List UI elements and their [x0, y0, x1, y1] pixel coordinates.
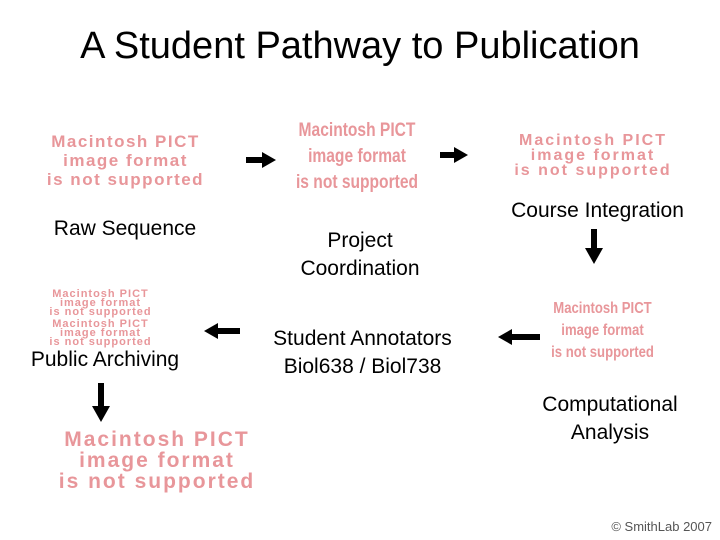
pict-line-2: image format [79, 448, 235, 472]
label-line: Analysis [570, 421, 650, 444]
slide-title: A Student Pathway to Publication [80, 25, 640, 67]
pict-line-2: image format [308, 146, 406, 167]
arrow-left-icon [498, 329, 540, 345]
pict-line-1: Macintosh PICT [52, 317, 149, 330]
pict-line-3: is not supported [295, 172, 419, 193]
pict-placeholder-course-integration: Macintosh PICT image format is not suppo… [474, 132, 712, 178]
label-course-integration: Course Integration [511, 199, 684, 222]
pict-line-3: is not supported [58, 469, 256, 493]
pict-line-2: image format [530, 146, 656, 164]
pict-line-3: is not supported [514, 161, 672, 179]
pict-line-1: Macintosh PICT [64, 427, 250, 451]
arrow-right-icon [246, 152, 276, 168]
pict-placeholder-archive-1: Macintosh PICT image format is not suppo… [18, 287, 183, 318]
pict-line-1: Macintosh PICT [553, 300, 652, 317]
label-line: Coordination [300, 257, 420, 280]
arrow-right-icon [440, 147, 468, 163]
label-raw-sequence: Raw Sequence [53, 217, 197, 240]
label-project-coordination: Project Coordination [270, 227, 450, 283]
pict-line-3: is not supported [46, 169, 205, 189]
arrow-left-icon [204, 323, 240, 339]
label-line: Student Annotators [273, 327, 452, 350]
pict-line-2: image format [561, 322, 644, 339]
pict-placeholder-project-coordination: Macintosh PICT image format is not suppo… [296, 118, 419, 196]
copyright-notice: © SmithLab 2007 [611, 519, 712, 534]
pict-line-3: is not supported [49, 335, 152, 348]
pict-line-1: Macintosh PICT [51, 131, 200, 151]
pict-placeholder-archive-2: Macintosh PICT image format is not suppo… [18, 317, 183, 348]
pict-line-1: Macintosh PICT [52, 287, 149, 300]
pict-line-1: Macintosh PICT [518, 131, 667, 149]
pict-line-2: image format [59, 296, 142, 309]
label-line: Project [327, 229, 393, 252]
arrow-down-icon [92, 383, 110, 422]
pict-line-3: is not supported [551, 344, 654, 361]
pict-line-1: Macintosh PICT [298, 120, 416, 141]
pict-placeholder-publication: Macintosh PICT image format is not suppo… [12, 428, 302, 492]
label-public-archiving: Public Archiving [30, 348, 180, 371]
label-line: Computational [542, 393, 678, 416]
pict-line-2: image format [63, 150, 188, 170]
label-computational-analysis: Computational Analysis [515, 391, 705, 447]
pict-line-2: image format [59, 326, 142, 339]
label-student-annotators: Student Annotators Biol638 / Biol738 [250, 325, 475, 381]
pict-placeholder-raw-sequence: Macintosh PICT image format is not suppo… [18, 131, 233, 189]
arrow-down-icon [585, 229, 603, 264]
label-line: Biol638 / Biol738 [283, 355, 442, 378]
pict-placeholder-computational-analysis: Macintosh PICT image format is not suppo… [551, 298, 654, 364]
pict-line-3: is not supported [49, 305, 152, 318]
